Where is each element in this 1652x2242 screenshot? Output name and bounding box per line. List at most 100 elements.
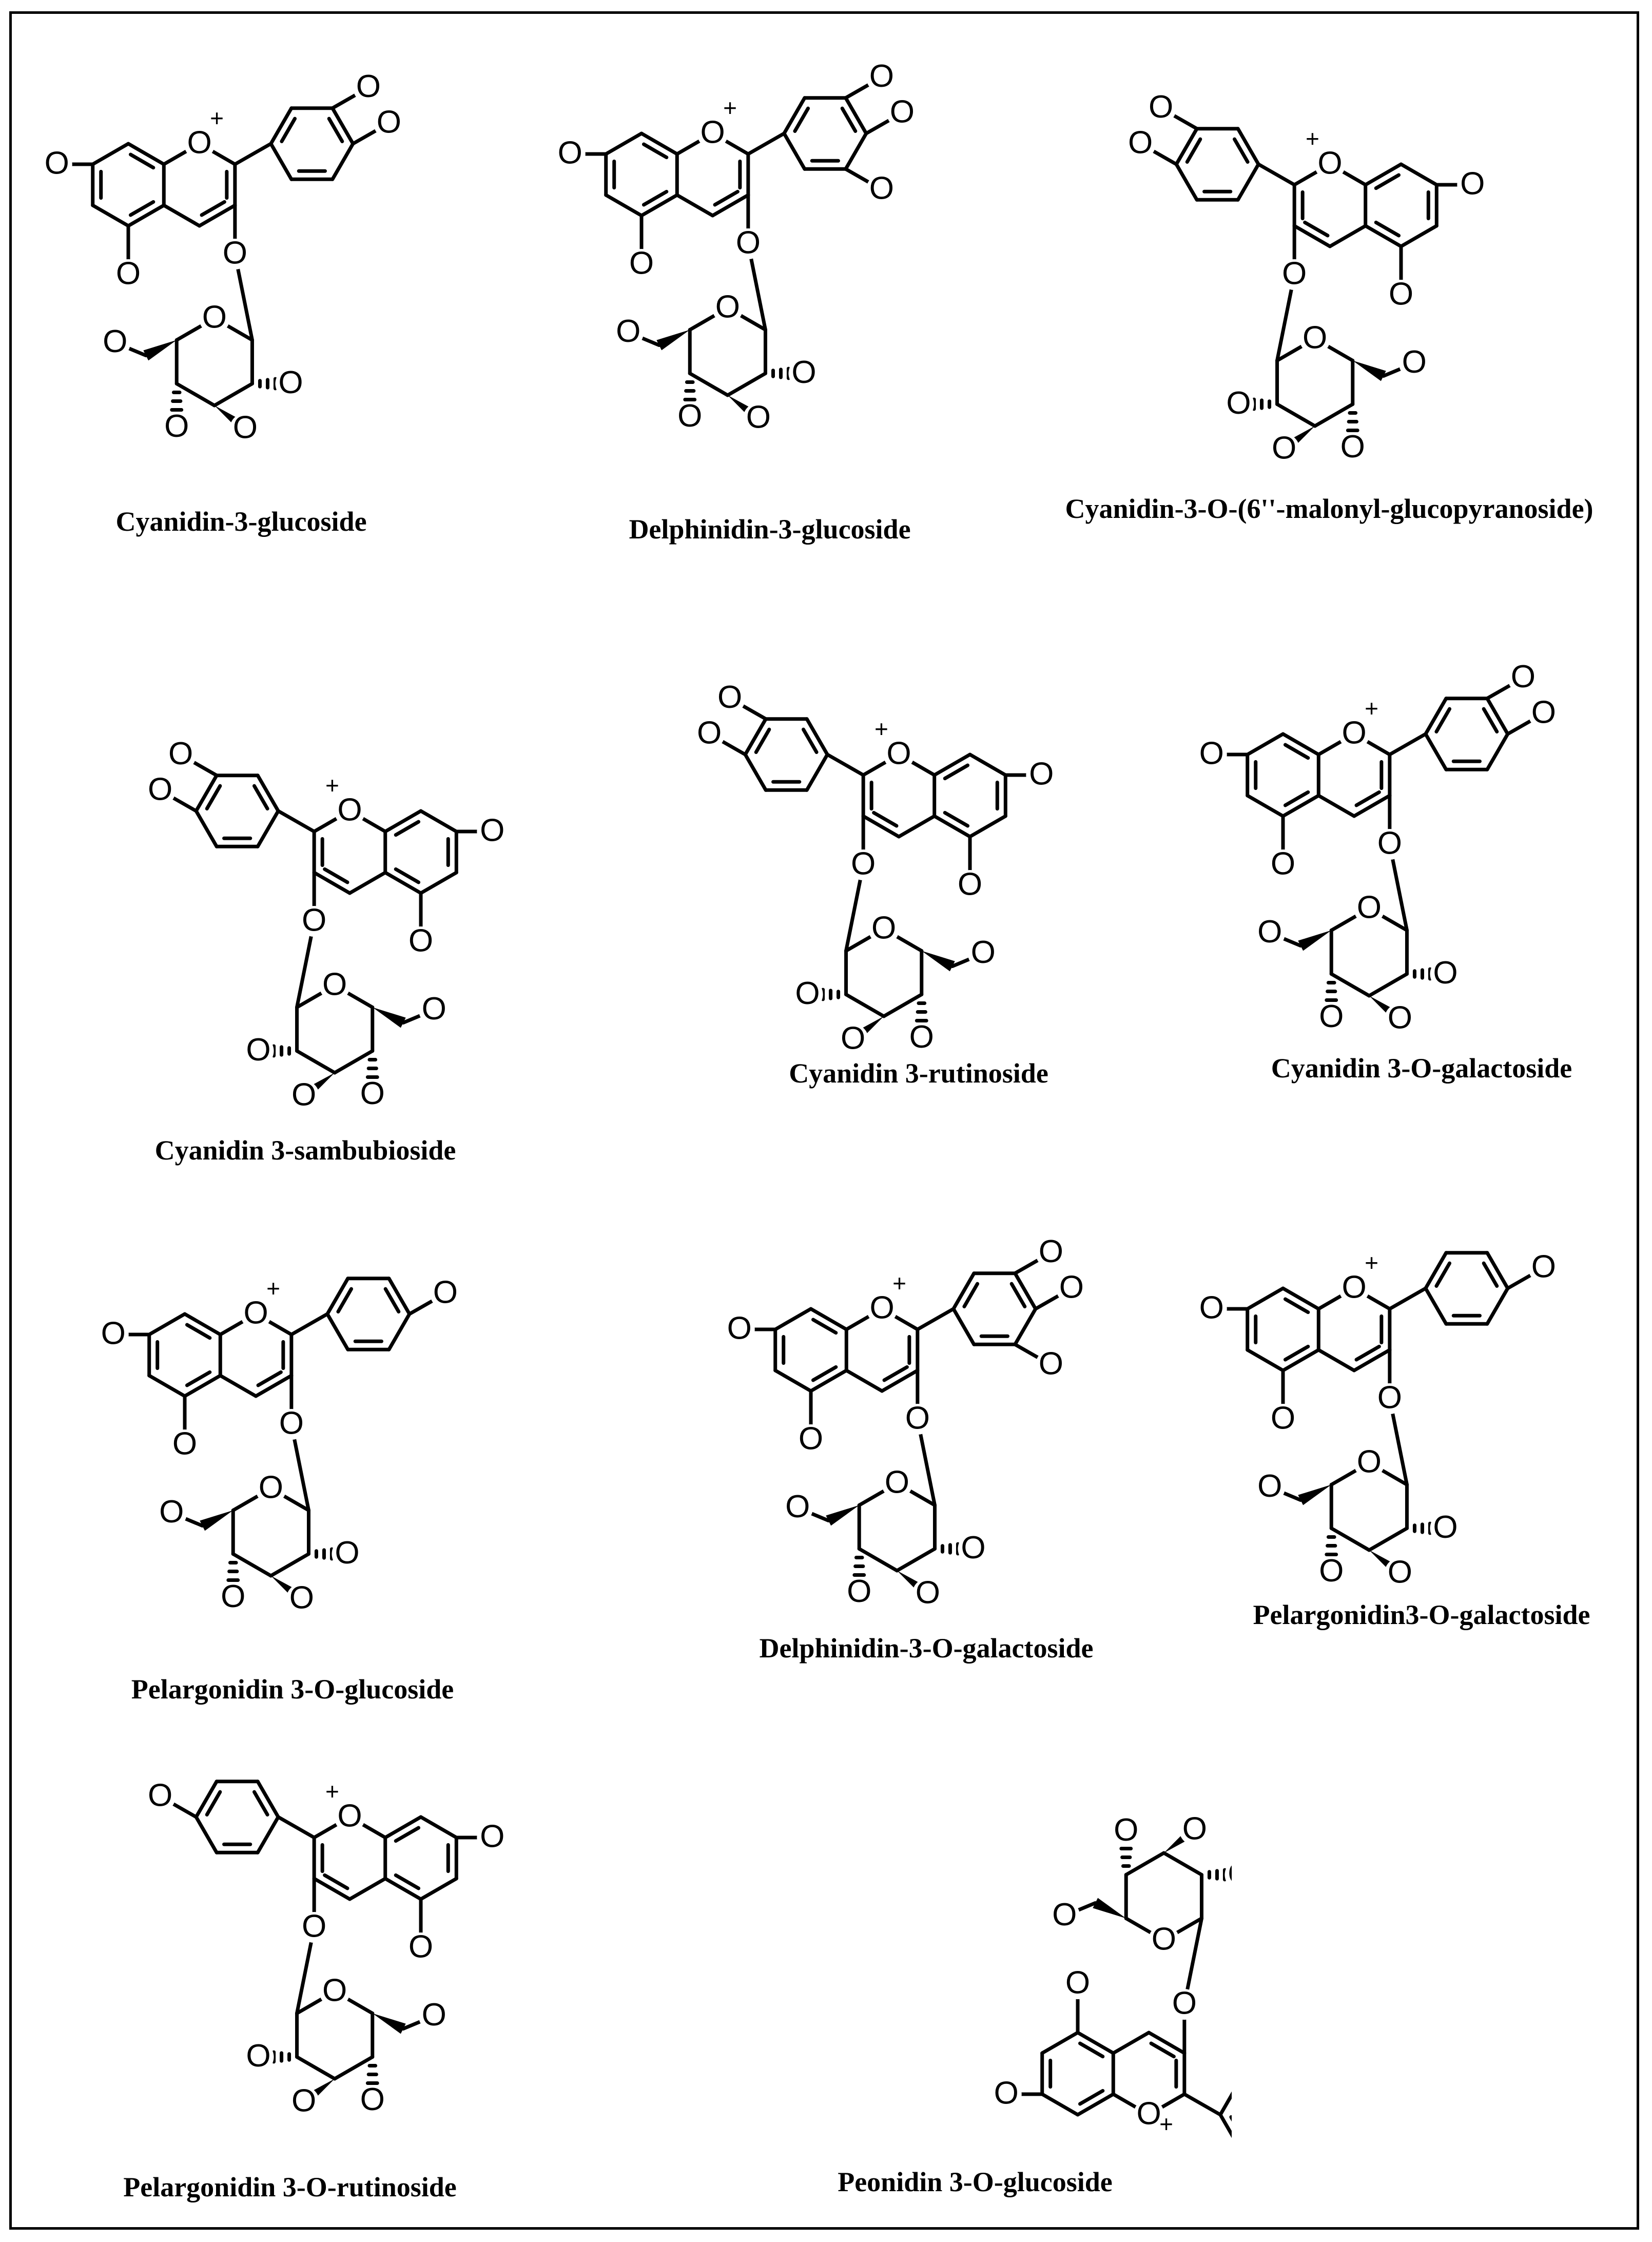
bond-line [205, 784, 222, 811]
atom-background [319, 1976, 351, 2007]
atom-background [990, 2079, 1022, 2110]
atom-background [714, 683, 746, 714]
oxygen-atom-label: O [480, 1819, 504, 1854]
oxygen-atom-label: O [360, 2082, 385, 2117]
bond-line [711, 193, 750, 218]
bond-line [336, 1287, 354, 1314]
atom-background [1179, 1814, 1210, 1845]
bond-line [200, 200, 226, 217]
bond-line [194, 809, 219, 848]
bond-line [128, 152, 156, 170]
atom-background [712, 293, 743, 323]
oxygen-atom-label: O [1317, 145, 1342, 181]
bond-line [1424, 697, 1448, 736]
bond-line [394, 1826, 421, 1843]
bond-line [1388, 732, 1428, 757]
oxygen-atom-label: O [337, 1798, 362, 1833]
caption-delphinidin-3-o-galactoside: Delphinidin-3-O-galactoside [759, 1633, 1094, 1664]
oxygen-atom-label: O [886, 736, 911, 771]
bond-line [394, 1873, 421, 1890]
oxygen-atom-label: O [335, 1535, 359, 1571]
bond-line [809, 1368, 848, 1393]
atom-background [782, 1492, 813, 1523]
oxygen-atom-label: O [1039, 1346, 1063, 1382]
oxygen-atom-label: O [916, 1575, 940, 1610]
bond-line [943, 763, 970, 781]
bond-line [805, 717, 829, 757]
oxygen-atom-label: O [795, 976, 820, 1011]
bond-line [857, 1547, 899, 1573]
oxygen-atom-label: O [1531, 1249, 1556, 1284]
wedge-bond [656, 330, 690, 351]
atom-background [613, 317, 644, 348]
positive-charge-label: + [325, 1778, 339, 1805]
oxygen-atom-label: O [409, 1929, 433, 1964]
atom-background [299, 906, 330, 937]
bond-line [1283, 1297, 1310, 1315]
oxygen-atom-label: O [289, 1580, 314, 1615]
bond-line [256, 809, 280, 848]
atom-background [229, 413, 261, 444]
oxygen-atom-label: O [1342, 715, 1366, 750]
atom-background [1268, 849, 1298, 880]
bond-line [1076, 2092, 1115, 2117]
bond-line [1218, 2091, 1232, 2117]
atom-background [1398, 347, 1430, 379]
atom-background [98, 1319, 129, 1350]
bond-line [256, 1780, 280, 1819]
atom-background [430, 1278, 461, 1309]
atom-background [334, 1802, 365, 1832]
molecule-skeleton [1004, 1825, 1232, 2138]
oxygen-atom-label: O [101, 1316, 126, 1351]
oxygen-atom-label: O [697, 715, 722, 750]
oxygen-atom-label: O [994, 2075, 1019, 2111]
oxygen-atom-label: O [616, 314, 640, 349]
oxygen-atom-label: O [1052, 1897, 1077, 1932]
oxygen-atom-label: O [1039, 1234, 1063, 1269]
bond-line [1485, 1286, 1510, 1326]
bond-line [198, 203, 237, 228]
atom-background [1196, 1293, 1227, 1324]
oxygen-atom-label: O [1226, 385, 1251, 421]
bond-line [331, 142, 355, 181]
bond-line [1328, 224, 1368, 248]
oxygen-atom-label: O [360, 1076, 385, 1111]
atom-background [165, 739, 197, 770]
atom-background [1430, 1513, 1461, 1544]
bond-line [916, 1307, 956, 1331]
oxygen-atom-label: O [246, 2038, 270, 2074]
oxygen-atom-label: O [1272, 430, 1296, 466]
bond-line [269, 106, 294, 146]
bond-line [1354, 790, 1381, 807]
bond-line [639, 193, 679, 218]
atom-background [1316, 1002, 1347, 1033]
bond-line [331, 106, 355, 146]
atom-background [299, 1912, 330, 1943]
bond-line [383, 809, 423, 834]
oxygen-atom-label: O [279, 1405, 304, 1441]
oxygen-atom-label: O [1433, 955, 1457, 991]
atom-background [886, 98, 918, 128]
bond-line [419, 1815, 458, 1840]
bond-line [743, 752, 768, 792]
atom-background [1279, 259, 1310, 290]
bond-line [333, 2055, 375, 2081]
atom-background [161, 412, 192, 443]
bond-line [205, 1790, 222, 1817]
atom-background [1148, 1925, 1179, 1956]
bond-line [872, 810, 899, 828]
bond-line [212, 382, 254, 408]
atom-background [1223, 389, 1254, 420]
bond-line [174, 382, 217, 408]
bond-line [387, 1277, 412, 1316]
bond-line [1281, 732, 1320, 757]
bond-line [1424, 1286, 1448, 1326]
atom-background [883, 739, 915, 770]
